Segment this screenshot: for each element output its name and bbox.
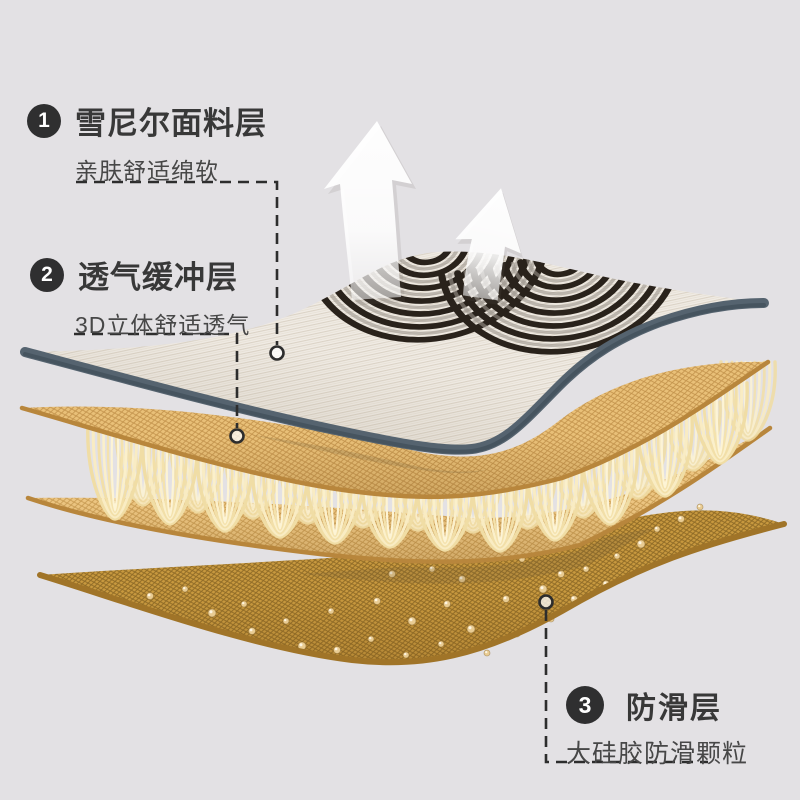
anti-slip-particles	[146, 503, 704, 659]
label-3-badge: 3	[566, 686, 604, 724]
airflow-arrow-large-icon	[324, 121, 412, 300]
label-1-title: 雪尼尔面料层	[75, 106, 267, 141]
buffer-bottom-sheet-edge	[25, 425, 773, 564]
connector-line-1	[76, 180, 279, 345]
label-1-subtitle: 亲肤舒适绵软	[75, 158, 219, 184]
label-buffer-layer: 2 透气缓冲层 3D立体舒适透气	[30, 252, 250, 340]
label-antislip-layer: 3 防滑层 大硅胶防滑颗粒	[566, 683, 748, 770]
airflow-arrow-small-icon	[455, 188, 521, 301]
connector-dot-1	[269, 345, 285, 361]
label-fabric-layer: 1 雪尼尔面料层 亲肤舒适绵软	[27, 98, 267, 186]
label-1-badge: 1	[27, 103, 61, 138]
connectors	[74, 180, 708, 764]
connector-dot-3	[538, 594, 554, 610]
buffer-top-sheet-edge	[19, 359, 771, 500]
airflow-arrows	[324, 121, 523, 305]
connector-line-2	[74, 332, 239, 428]
anti-slip-layer	[37, 503, 787, 666]
label-2-badge: 2	[30, 257, 64, 292]
label-3-title: 防滑层	[626, 692, 722, 725]
connector-dot-2	[229, 428, 245, 444]
label-2-subtitle: 3D立体舒适透气	[75, 312, 251, 338]
label-3-subtitle: 大硅胶防滑颗粒	[566, 740, 749, 768]
connector-line-3	[544, 610, 708, 764]
buffer-top-sheet	[19, 359, 771, 500]
anti-slip-layer-edge	[37, 521, 787, 666]
label-2-title: 透气缓冲层	[78, 260, 238, 295]
